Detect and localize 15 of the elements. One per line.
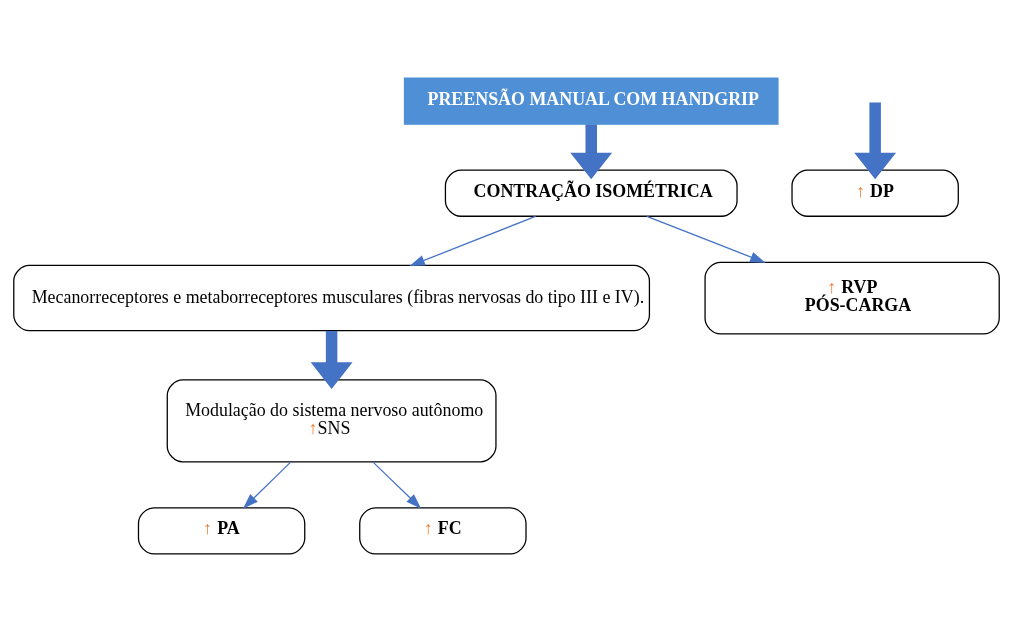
arrow	[372, 461, 422, 509]
node-box: Mecanorreceptores e metaborreceptores musculares (fibras nervosas do tipo III e IV).	[13, 264, 651, 331]
arrow	[310, 330, 353, 389]
arrow	[854, 102, 897, 179]
arrow	[646, 215, 766, 263]
node-box: Modulação do sistema nervoso autônomo ↑SNS	[166, 378, 497, 462]
arrow	[243, 461, 292, 509]
node-box: PREENSÃO MANUAL COM HANDGRIP	[403, 77, 779, 125]
node-box: ↑ DP	[791, 169, 959, 217]
arrow	[570, 124, 613, 179]
arrow	[409, 215, 537, 266]
node-box: ↑ FC	[359, 506, 527, 554]
node-box: ↑ RVP PÓS-CARGA	[704, 261, 1000, 335]
node-box: ↑ PA	[137, 506, 306, 554]
node-box: CONTRAÇÃO ISOMÉTRICA	[444, 169, 738, 217]
